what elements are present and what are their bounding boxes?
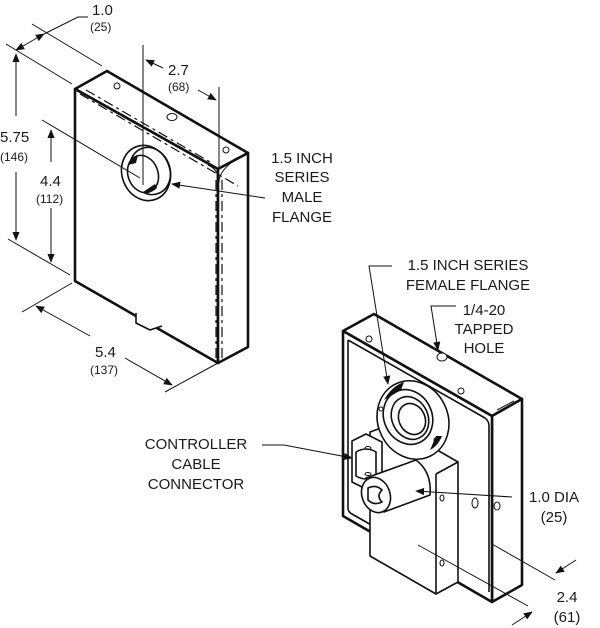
- tapped-hole-icon: [436, 352, 448, 362]
- hole-icon: [471, 497, 479, 509]
- rear-device-side-face: [490, 397, 524, 604]
- front-device-hidden-line: [85, 89, 211, 163]
- svg-text:(61): (61): [554, 609, 581, 626]
- svg-text:1.0 DIA: 1.0 DIA: [529, 489, 579, 506]
- svg-text:1.5 INCH: 1.5 INCH: [271, 150, 333, 167]
- tapped-hole-callout: 1/4-20 TAPPED HOLE: [455, 302, 514, 357]
- female-flange-callout: 1.5 INCH SERIES FEMALE FLANGE: [406, 257, 530, 294]
- female-flange: [376, 380, 450, 460]
- front-device-seam: [207, 157, 239, 183]
- hole-icon: [439, 494, 445, 502]
- svg-text:1.5 INCH SERIES: 1.5 INCH SERIES: [408, 257, 529, 274]
- svg-text:TAPPED: TAPPED: [455, 321, 514, 338]
- svg-text:HOLE: HOLE: [464, 340, 505, 357]
- svg-text:FEMALE FLANGE: FEMALE FLANGE: [406, 277, 530, 294]
- male-flange: [120, 144, 172, 202]
- rear-device: [341, 312, 524, 604]
- port-dia-callout: 1.0 DIA (25): [529, 489, 579, 526]
- svg-text:CONTROLLER: CONTROLLER: [145, 436, 248, 453]
- hole-icon: [493, 501, 501, 511]
- hole-icon: [166, 113, 178, 121]
- svg-text:CONNECTOR: CONNECTOR: [148, 476, 245, 493]
- dim-height-inch: 5.75: [0, 129, 29, 146]
- port-cylinder: [360, 459, 432, 514]
- screw-icon: [365, 335, 373, 343]
- screw-icon: [222, 146, 230, 154]
- svg-text:SERIES: SERIES: [274, 169, 329, 186]
- svg-text:FLANGE: FLANGE: [272, 209, 332, 226]
- dim-flange-height-inch: 4.4: [40, 173, 61, 190]
- dim-flange-offset-inch: 2.7: [168, 62, 189, 79]
- svg-text:CABLE: CABLE: [171, 456, 220, 473]
- dim-width-inch: 5.4: [95, 344, 116, 361]
- rear-device-recess: [347, 339, 490, 592]
- dim-flange-height-mm: (112): [36, 192, 63, 206]
- cable-connector-callout: CONTROLLER CABLE CONNECTOR: [145, 436, 248, 493]
- front-device: [73, 69, 250, 365]
- male-flange-callout: 1.5 INCH SERIES MALE FLANGE: [271, 150, 333, 226]
- svg-text:(25): (25): [541, 509, 568, 526]
- front-device-hidden-line: [79, 93, 239, 187]
- rear-dimensions: [262, 265, 577, 626]
- dim-width-mm: (137): [90, 363, 118, 377]
- rear-depth-dim: 2.4 (61): [554, 589, 581, 626]
- dim-depth-mm: (25): [90, 20, 111, 34]
- svg-text:2.4: 2.4: [557, 589, 578, 606]
- dim-depth-inch: 1.0: [92, 2, 113, 19]
- mounting-tab: [135, 313, 163, 331]
- screw-icon: [113, 82, 121, 90]
- hole-icon: [439, 559, 445, 567]
- dim-height-mm: (146): [0, 150, 28, 164]
- front-dimensions: [5, 16, 266, 393]
- dim-flange-offset-mm: (68): [168, 80, 189, 94]
- screw-icon: [457, 387, 465, 395]
- svg-text:MALE: MALE: [282, 189, 323, 206]
- svg-text:1/4-20: 1/4-20: [463, 302, 506, 319]
